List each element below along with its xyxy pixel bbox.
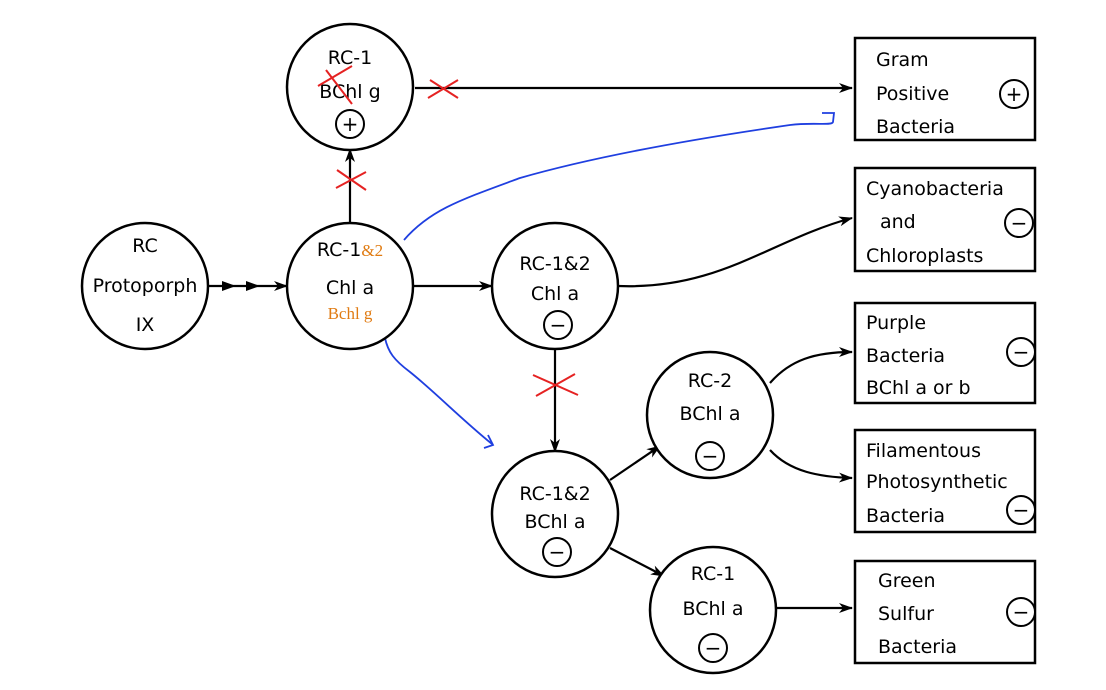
blue-curve-to-gram: [403, 112, 836, 241]
box-label-line3: BChl a or b: [866, 377, 971, 399]
blue-arrowhead: [483, 434, 495, 449]
blue-curve-to-rc12bchl: [384, 337, 493, 445]
added-label-bchl-g: Bchl g: [328, 304, 373, 323]
red-x-down-edge: [532, 373, 579, 397]
sign-circle: [542, 537, 572, 567]
edge-arrowhead-2: [246, 281, 260, 291]
node-label-line1: RC: [132, 235, 158, 257]
red-crosses: [335, 79, 579, 397]
node-label-line2: Chl a: [531, 283, 579, 305]
sign-minus: −: [1013, 600, 1030, 624]
node-label-line2: BChl a: [680, 403, 741, 425]
box-label-line1: Green: [878, 570, 936, 592]
node-label-line1: RC-1: [328, 47, 372, 69]
node-rc-protoporph: RC Protoporph IX: [80, 221, 210, 351]
node-label-line1: RC-1&2: [317, 239, 383, 261]
sign-circle: [335, 109, 365, 139]
box-label-line2: Bacteria: [866, 345, 945, 367]
red-x-up-edge: [335, 169, 367, 191]
node-label-line2: BChl a: [525, 511, 586, 533]
node-rc12-bchl-a: RC-1&2 BChl a −: [490, 449, 620, 579]
red-x-gram-edge: [427, 79, 459, 99]
sign-minus: −: [550, 313, 567, 337]
box-label-line2: Positive: [876, 83, 949, 105]
box-purple-bacteria: Purple Bacteria BChl a or b −: [853, 301, 1037, 405]
sign-circle: [999, 79, 1029, 109]
node-rc1-bchl-a: RC-1 BChl a −: [648, 545, 778, 675]
sign-plus: +: [342, 112, 359, 136]
box-label-line1: Purple: [866, 312, 926, 334]
box-label-line3: Bacteria: [876, 116, 955, 138]
box-label-line1: Cyanobacteria: [866, 178, 1004, 200]
node-label-line2: Chl a: [326, 277, 374, 299]
node-label-line2: BChl a: [683, 598, 744, 620]
box-cyanobacteria: Cyanobacteria and Chloroplasts −: [853, 166, 1037, 273]
sign-minus: −: [1013, 340, 1030, 364]
box-gram-positive: Gram Positive Bacteria +: [853, 36, 1037, 142]
sign-circle: [695, 441, 725, 471]
node-rc12-chl-a: RC-1&2 Chl a −: [490, 221, 620, 351]
added-label-and2: &2: [361, 241, 383, 260]
box-label-line2: and: [880, 211, 916, 233]
node-label-line1: RC-2: [688, 370, 732, 392]
box-label-line3: Chloroplasts: [866, 245, 983, 267]
box-filamentous: Filamentous Photosynthetic Bacteria −: [853, 428, 1037, 534]
box-green-sulfur: Green Sulfur Bacteria −: [853, 559, 1037, 665]
sign-circle: [1004, 208, 1034, 238]
edge-rc12-rc1a: [609, 547, 665, 577]
sign-circle: [1006, 495, 1036, 525]
node-label-line1: RC-1&2: [519, 483, 590, 505]
sign-minus: −: [549, 540, 566, 564]
sign-circle: [698, 633, 728, 663]
node-label-line2: BChl g: [319, 81, 380, 103]
node-label-line1: RC-1: [691, 563, 735, 585]
node-rc1-bchl-g: RC-1 BChl g +: [285, 22, 415, 152]
box-label-line1: Filamentous: [866, 440, 981, 462]
box-label-line1: Gram: [876, 49, 929, 71]
node-rc1-chl-a: RC-1&2 Chl a Bchl g: [285, 221, 415, 351]
sign-minus: −: [1011, 211, 1028, 235]
box-label-line3: Bacteria: [878, 636, 957, 658]
sign-circle: [1006, 337, 1036, 367]
node-label-line1: RC-1&2: [519, 253, 590, 275]
sign-plus: +: [1006, 82, 1023, 106]
sign-circle: [1006, 597, 1036, 627]
sign-minus: −: [702, 444, 719, 468]
blue-annotations: [384, 112, 836, 449]
edge-rc2-filament: [769, 449, 853, 483]
sign-minus: −: [705, 636, 722, 660]
box-label-line2: Sulfur: [878, 603, 934, 625]
red-strike-bchl: [317, 65, 353, 105]
edge-rc2-purple: [769, 347, 853, 384]
sign-minus: −: [1013, 498, 1030, 522]
box-label-line3: Bacteria: [866, 505, 945, 527]
edge-rc12-cyano: [617, 216, 853, 288]
edge-rc12-rc2: [609, 445, 661, 481]
node-label-line3: IX: [136, 314, 155, 336]
box-label-line2: Photosynthetic: [866, 471, 1008, 493]
node-label-line2: Protoporph: [93, 275, 198, 297]
edge-arrowhead-1: [222, 281, 236, 291]
node-label-rc1: RC-1: [317, 239, 361, 261]
node-rc2-bchl-a: RC-2 BChl a −: [645, 350, 775, 480]
sign-circle: [543, 310, 573, 340]
edges: [208, 83, 853, 613]
